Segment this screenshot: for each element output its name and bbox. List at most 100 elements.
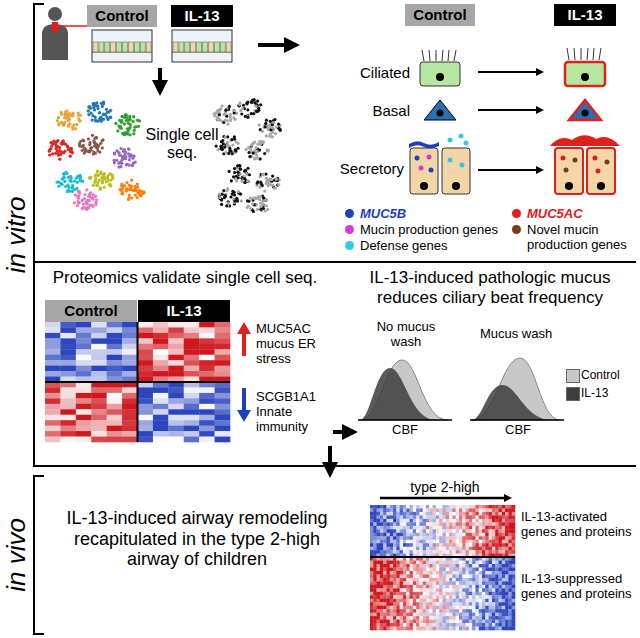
proteomics-heatmap	[60, 387, 76, 393]
proteomics-heatmap	[199, 322, 215, 328]
type2-heatmap	[396, 599, 400, 603]
transwell	[172, 30, 232, 62]
type2-heatmap	[380, 533, 384, 537]
type2-heatmap	[419, 613, 423, 617]
type2-heatmap	[436, 564, 440, 568]
transwell-cells	[220, 42, 225, 52]
type2-heatmap	[393, 515, 397, 519]
type2-heatmap	[413, 627, 417, 631]
type2-heatmap	[377, 508, 381, 512]
type2-heatmap	[413, 508, 417, 512]
proteomics-heatmap	[215, 360, 231, 366]
basal-cell	[424, 100, 601, 120]
type2-heatmap	[383, 550, 387, 554]
secretory-cell	[409, 141, 439, 148]
basal-cell	[437, 110, 444, 117]
type2-heatmap	[433, 505, 437, 509]
tsne-condition	[269, 120, 272, 123]
type2-heatmap	[443, 602, 447, 606]
type2-heatmap	[393, 571, 397, 575]
secretory-cell	[605, 160, 610, 165]
tsne-plot	[92, 184, 95, 187]
type2-heatmap	[406, 595, 410, 599]
type2-heatmap	[400, 550, 404, 554]
type2-heatmap	[396, 561, 400, 565]
type2-heatmap	[400, 609, 404, 613]
tsne-plot	[54, 152, 57, 155]
type2-heatmap	[433, 533, 437, 537]
type2-heatmap	[423, 536, 427, 540]
tsne-plot	[60, 121, 63, 124]
type2-heatmap	[377, 585, 381, 589]
type2-heatmap	[410, 578, 414, 582]
type2-heatmap	[380, 505, 384, 509]
type2-heatmap	[436, 540, 440, 544]
type2-heatmap	[406, 564, 410, 568]
type2-heatmap	[393, 512, 397, 516]
type2-heatmap	[377, 578, 381, 582]
gradient-arrow	[380, 497, 508, 500]
tsne-plot	[48, 100, 146, 211]
tsne-condition	[264, 198, 267, 201]
type2-heatmap	[419, 585, 423, 589]
proteomics-heatmap	[153, 371, 169, 377]
proteomics-heatmap	[199, 360, 215, 366]
type2-heatmap	[439, 526, 443, 530]
type2-heatmap	[373, 606, 377, 610]
type2-heatmap	[390, 578, 394, 582]
type2-heatmap	[436, 571, 440, 575]
type2-heatmap	[439, 536, 443, 540]
proteomics-heatmap	[91, 371, 107, 377]
proteomics-heatmap	[107, 398, 123, 404]
tsne-plot	[132, 162, 135, 165]
type2-heatmap	[426, 529, 430, 533]
proteomics-heatmap	[184, 371, 200, 377]
tsne-plot	[83, 197, 86, 200]
proteomics-heatmap	[153, 415, 169, 421]
tsne-condition	[244, 115, 247, 118]
tsne-plot	[125, 189, 128, 192]
type2-heatmap	[426, 550, 430, 554]
type2-heatmap	[403, 581, 407, 585]
type2-heatmap	[406, 526, 410, 530]
type2-heatmap	[436, 623, 440, 627]
proteomics-heatmap	[199, 409, 215, 415]
type2-heatmap	[413, 519, 417, 523]
tsne-plot	[90, 119, 93, 122]
secretory-cell	[442, 148, 470, 194]
type2-heatmap	[400, 508, 404, 512]
type2-heatmap	[403, 613, 407, 617]
type2-heatmap	[396, 540, 400, 544]
secretory-cell	[427, 155, 432, 160]
proteomics-heatmap	[122, 366, 138, 372]
tsne-plot	[79, 179, 82, 182]
tsne-condition	[256, 208, 259, 211]
type2-heatmap	[423, 515, 427, 519]
type2-heatmap	[433, 609, 437, 613]
secretory-cell	[597, 182, 605, 190]
type2-heatmap	[403, 609, 407, 613]
type2-heatmap	[400, 515, 404, 519]
type2-heatmap	[377, 543, 381, 547]
tsne-plot	[48, 153, 51, 156]
tsne-condition	[273, 118, 276, 121]
basal-cell	[424, 100, 456, 120]
type2-heatmap	[413, 522, 417, 526]
transwell-cells	[111, 42, 116, 52]
person-icon	[52, 22, 58, 32]
tsne-condition	[245, 148, 248, 151]
type2-heatmap	[419, 533, 423, 537]
tsne-condition	[215, 118, 218, 121]
type2-heatmap	[413, 609, 417, 613]
tsne-condition	[226, 119, 229, 122]
type2-heatmap	[416, 571, 420, 575]
tsne-condition	[259, 103, 262, 106]
type2-heatmap	[393, 543, 397, 547]
type2-heatmap	[426, 606, 430, 610]
type2-heatmap	[396, 606, 400, 610]
proteomics-heatmap	[91, 404, 107, 410]
type2-heatmap	[443, 540, 447, 544]
type2-heatmap	[433, 581, 437, 585]
type2-heatmap	[433, 547, 437, 551]
type2-heatmap	[390, 522, 394, 526]
